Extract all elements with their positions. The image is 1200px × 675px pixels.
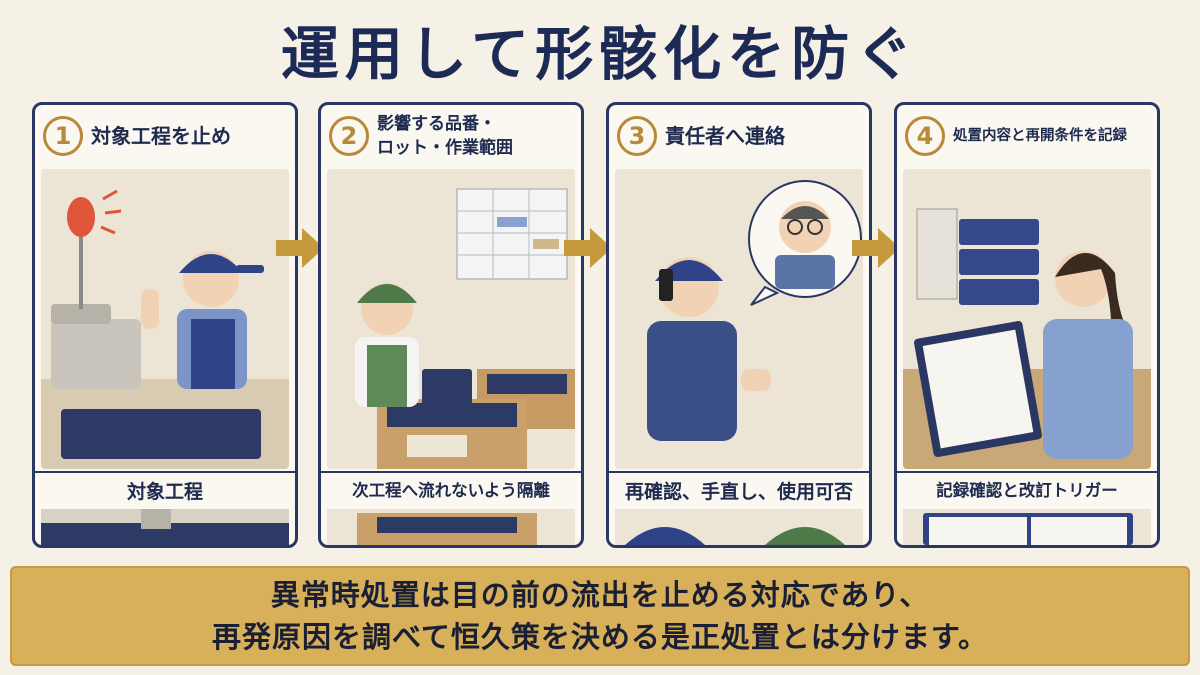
step-panel-2: 2 影響する品番・ ロット・作業範囲 次工程へ流れないよう隔離 — [318, 102, 584, 548]
step-number-3: 3 — [617, 116, 657, 156]
step-sublabel-3: 再確認、手直し、使用可否 — [624, 481, 853, 503]
step-panel-3: 3 責任者へ連絡 再確認、手直し、使用可否 — [606, 102, 872, 548]
step-sublabel-2: 次工程へ流れないよう隔離 — [352, 481, 550, 500]
panel-divider — [897, 471, 1157, 473]
step-panel-4: 4 処置内容と再開条件を記録 記録確認と改訂トリガー — [894, 102, 1160, 548]
arrow-right-icon — [852, 228, 900, 268]
illustration-stop-process — [41, 169, 289, 469]
summary-banner: 異常時処置は目の前の流出を止める対応であり、 再発原因を調べて恒久策を決める是正… — [10, 566, 1190, 666]
arrow-right-icon — [276, 228, 324, 268]
arrow-right-icon — [564, 228, 612, 268]
summary-line-2: 再発原因を調べて恒久策を決める是正処置とは分けます。 — [212, 620, 988, 654]
page-title: 運用して形骸化を防ぐ — [280, 20, 920, 88]
illustration-record — [903, 169, 1151, 469]
summary-line-1: 異常時処置は目の前の流出を止める対応であり、 — [270, 578, 930, 612]
step-heading-1: 対象工程を止め — [91, 124, 231, 148]
illustration-quarantine-box — [327, 509, 575, 545]
panel-divider — [321, 471, 581, 473]
step-panel-1: 1 対象工程を止め 対象工程 — [32, 102, 298, 548]
step-number-1: 1 — [43, 116, 83, 156]
panel-divider — [35, 471, 295, 473]
step-heading-2: 影響する品番・ ロット・作業範囲 — [377, 112, 513, 160]
step-header-4: 4 処置内容と再開条件を記録 — [897, 105, 1157, 167]
step-heading-2-line2: ロット・作業範囲 — [377, 138, 513, 158]
step-header-3: 3 責任者へ連絡 — [609, 105, 869, 167]
step-number-4: 4 — [905, 116, 945, 156]
step-header-2: 2 影響する品番・ ロット・作業範囲 — [321, 105, 581, 167]
step-header-1: 1 対象工程を止め — [35, 105, 295, 167]
step-number-2: 2 — [329, 116, 369, 156]
step-sublabel-4: 記録確認と改訂トリガー — [936, 481, 1118, 500]
step-heading-3: 責任者へ連絡 — [665, 124, 785, 148]
illustration-binder — [903, 509, 1151, 545]
step-heading-2-line1: 影響する品番・ — [377, 114, 496, 134]
panel-divider — [609, 471, 869, 473]
illustration-recheck — [615, 509, 863, 545]
step-sublabel-1: 対象工程 — [126, 481, 203, 503]
step-heading-4: 処置内容と再開条件を記録 — [953, 128, 1127, 144]
illustration-isolate-lot — [327, 169, 575, 469]
illustration-phone-call — [615, 169, 863, 469]
illustration-sewing-close-up — [41, 509, 289, 545]
